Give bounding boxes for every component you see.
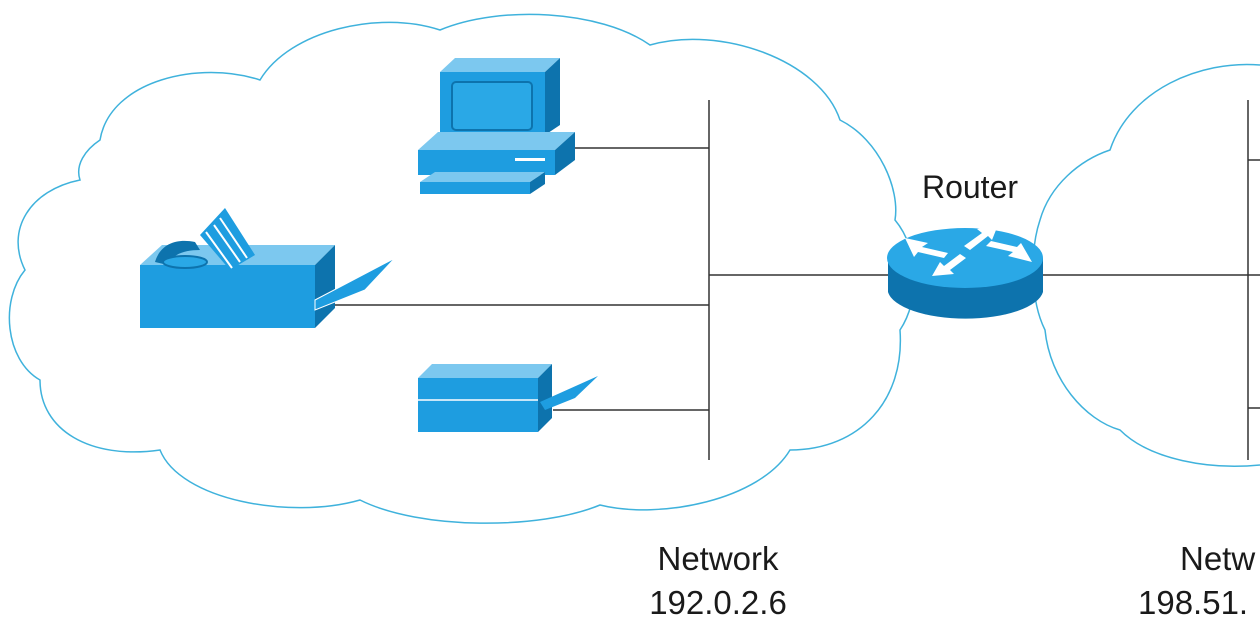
right-network-cloud bbox=[1032, 63, 1260, 467]
left-network-cloud bbox=[8, 13, 916, 524]
printer-icon bbox=[418, 364, 598, 432]
fax-machine-icon bbox=[140, 208, 396, 328]
router-icon bbox=[887, 225, 1043, 319]
left-network-address: 192.0.2.6 bbox=[649, 584, 787, 621]
right-network-address: 198.51. bbox=[1138, 584, 1248, 621]
right-network-title: Netw bbox=[1180, 540, 1255, 577]
left-network-title: Network bbox=[657, 540, 779, 577]
workstation-icon bbox=[418, 58, 575, 194]
router-label: Router bbox=[922, 169, 1018, 205]
